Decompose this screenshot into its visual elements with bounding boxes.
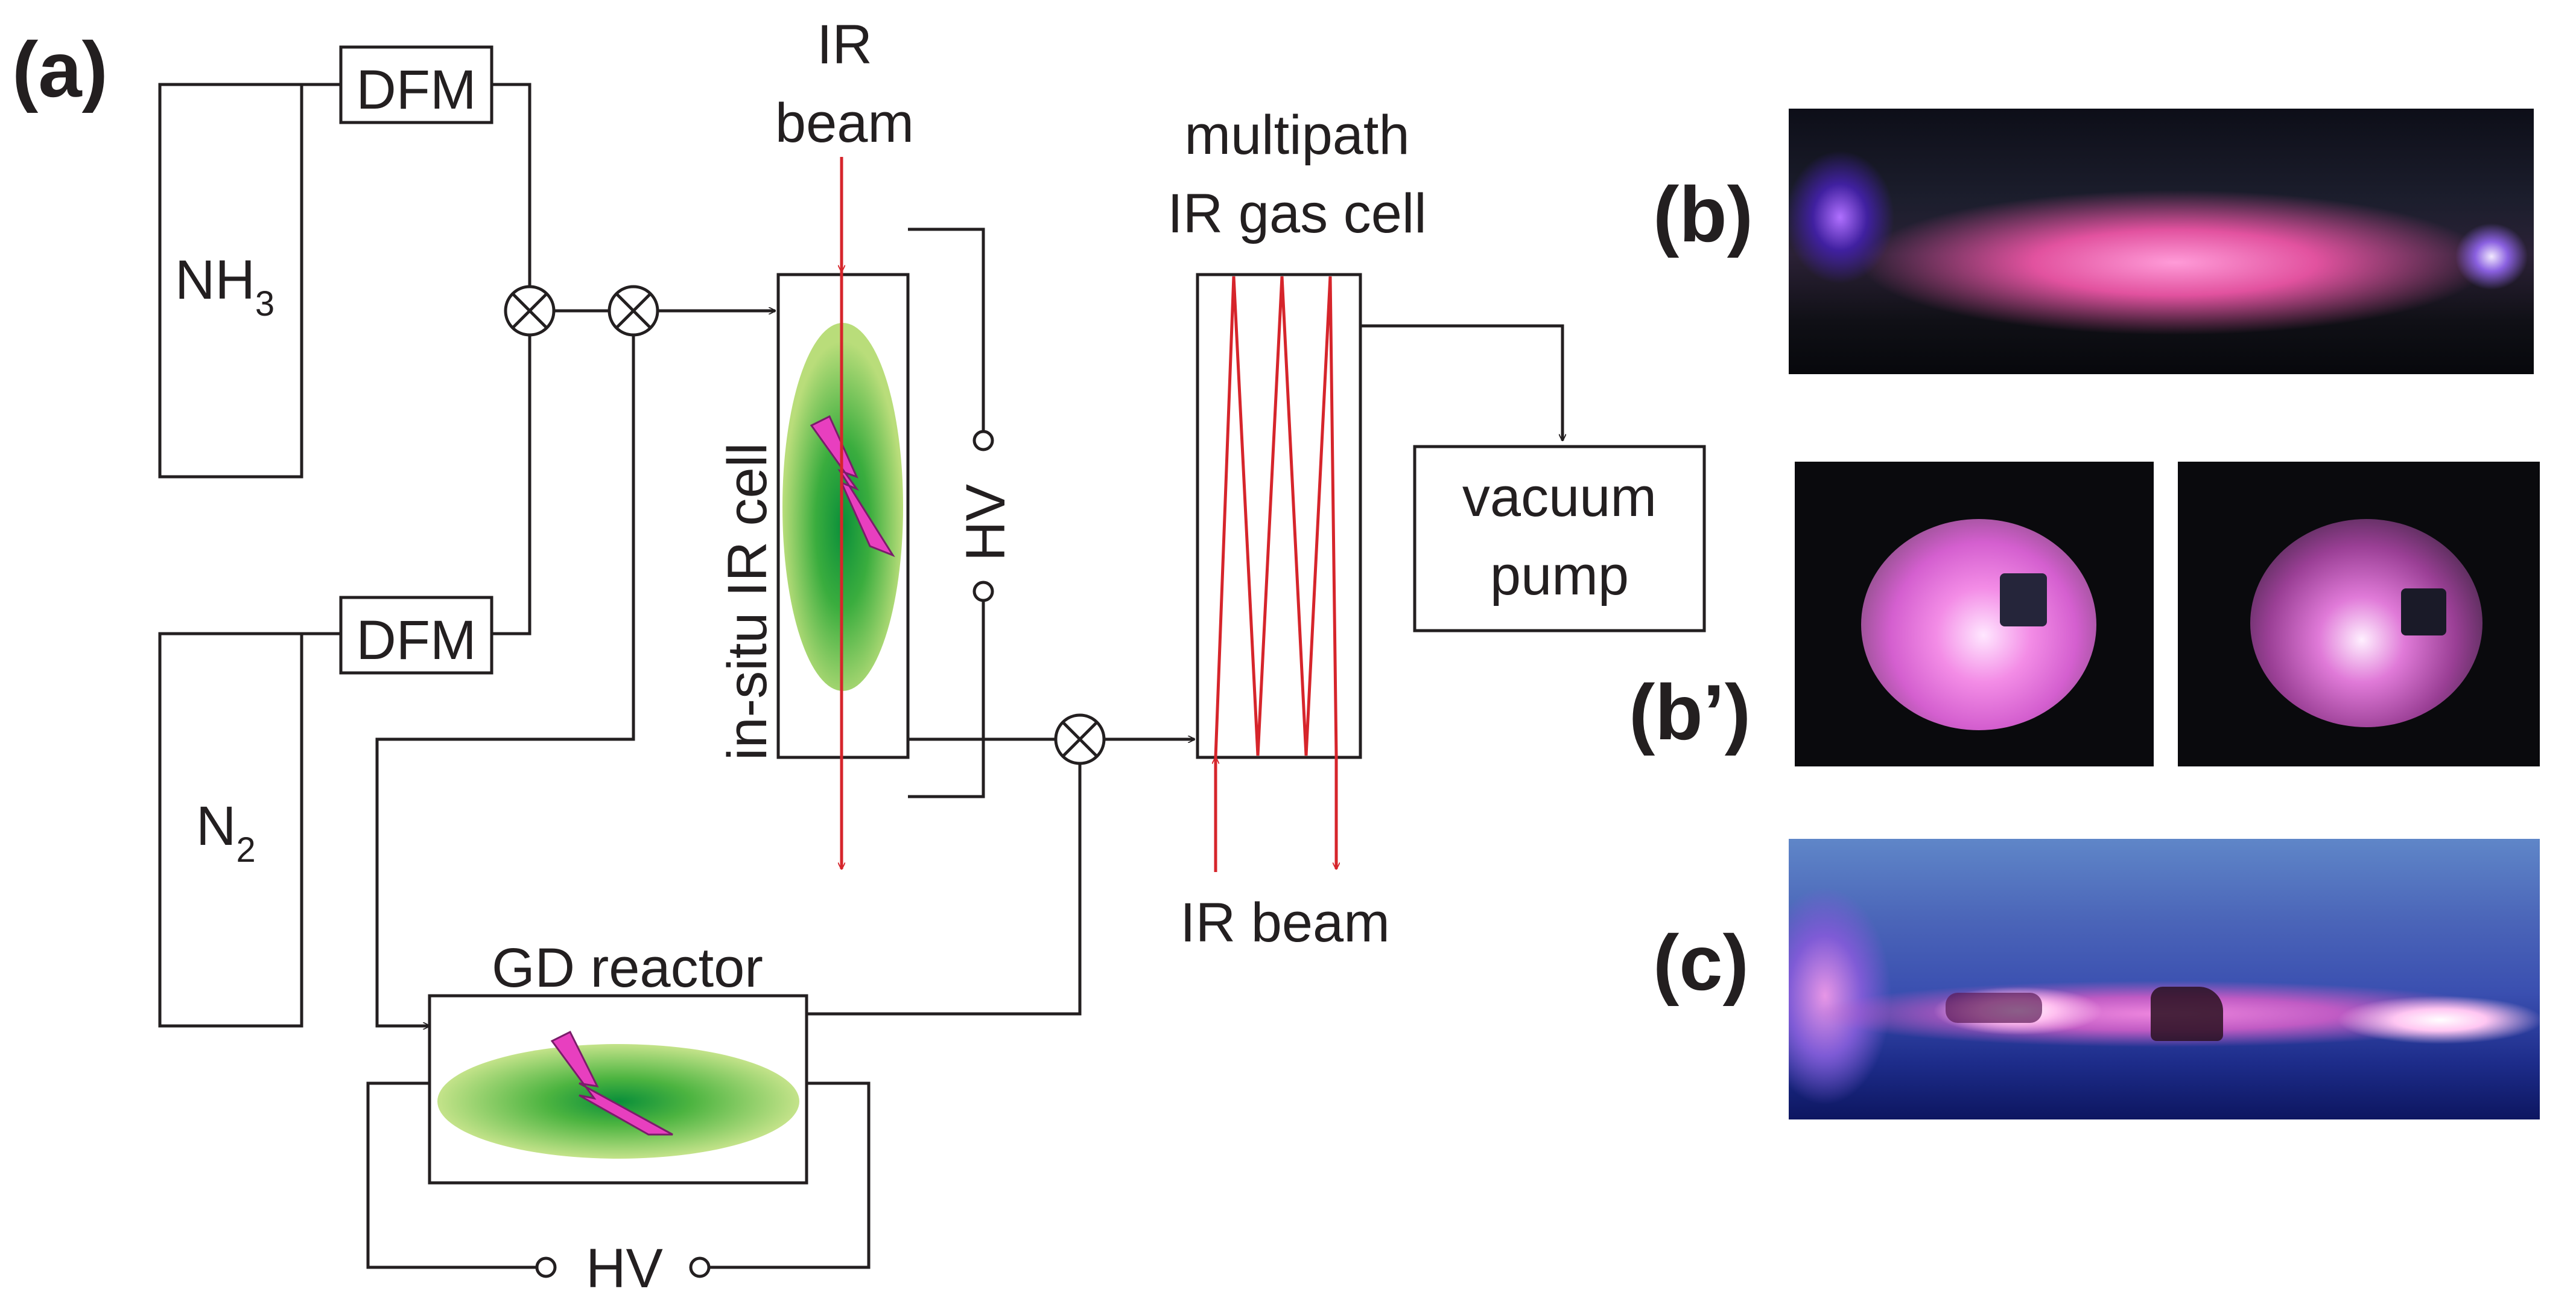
hv-reactor-label: HV [586, 1238, 663, 1299]
vacuum-pump-label-1: vacuum [1462, 466, 1657, 528]
open-circle-terminal-icon [972, 430, 994, 451]
gd-reactor-label: GD reactor [492, 937, 763, 999]
bypass-to-reactor-line [375, 335, 635, 1026]
multipath-beam-zigzag [1214, 276, 1338, 758]
dfm-bottom-box [339, 596, 493, 675]
dfm-bottom-output-line [492, 335, 531, 635]
open-circle-terminal-icon [689, 1256, 711, 1278]
open-circle-terminal-icon [535, 1256, 557, 1278]
lightning-bolt-icon [810, 415, 895, 558]
nh3-label: NH3 [175, 249, 274, 323]
photo-c-tube-deposits [1789, 839, 2540, 1119]
hv-cell-label: HV [955, 484, 1017, 561]
in-situ-cell-label: in-situ IR cell [717, 442, 778, 760]
open-circle-terminal-icon [972, 581, 994, 602]
valve-cross-icon [504, 285, 556, 337]
photo-b-prime-left [1795, 462, 2154, 766]
gas-cell-label-2: IR gas cell [1167, 183, 1427, 244]
dfm-top-box [339, 45, 493, 124]
vacuum-pump-box [1413, 445, 1706, 632]
hv-cell-wire-top [908, 228, 985, 431]
hv-reactor-wire-left [366, 1081, 537, 1269]
panel-label-c: (c) [1653, 919, 1749, 1007]
ir-beam-top-label-1: IR [817, 14, 872, 75]
dfm-top-output-line [492, 83, 531, 287]
dfm-bottom-label: DFM [356, 610, 476, 671]
ir-beam-top-label-2: beam [775, 92, 914, 154]
nh3-cylinder [158, 83, 303, 479]
dfm-top-label: DFM [356, 59, 476, 121]
hv-reactor-wire-right [709, 1081, 871, 1269]
hv-cell-wire-bottom [908, 600, 985, 798]
ir-beam-bottom-label: IR beam [1180, 892, 1390, 954]
photo-b-tube-discharge [1789, 109, 2534, 374]
lightning-bolt-icon [550, 1030, 673, 1136]
n2-cylinder [158, 632, 303, 1028]
panel-label-b: (b) [1653, 170, 1753, 258]
plasma-glow-reactor [437, 1044, 799, 1159]
photo-b-prime-right [2178, 462, 2540, 766]
vacuum-pump-label-2: pump [1490, 545, 1629, 607]
n2-label: N2 [196, 795, 256, 870]
panel-label-b-prime: (b’) [1629, 668, 1751, 756]
reactor-return-line [807, 763, 1082, 1016]
valve-cross-icon [608, 285, 659, 337]
valve-cross-icon [1054, 713, 1106, 765]
gas-cell-label-1: multipath [1184, 104, 1409, 166]
panel-label-a: (a) [12, 25, 108, 113]
gas-cell-to-pump-line [1360, 324, 1562, 441]
